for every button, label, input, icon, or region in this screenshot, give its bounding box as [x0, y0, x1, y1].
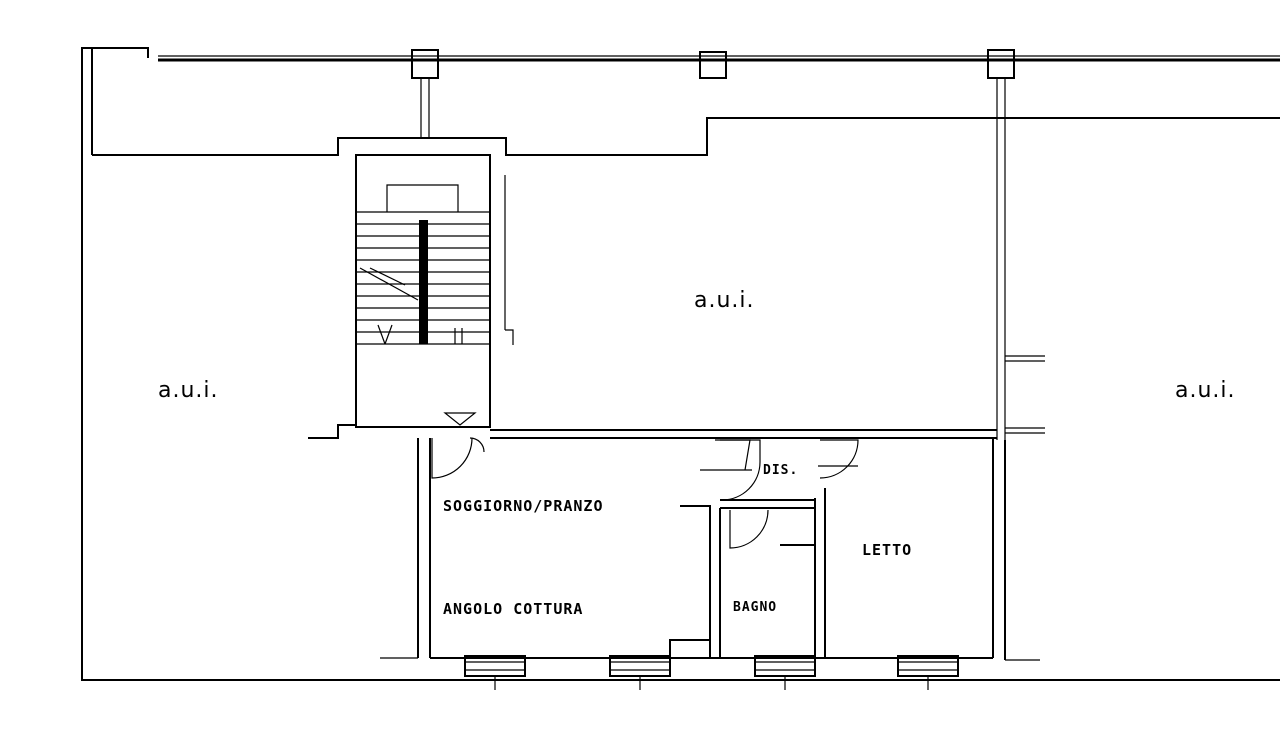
- outer-walls: [81, 47, 1280, 681]
- dis-label: DIS.: [763, 463, 799, 478]
- bagno-label: BAGNO: [733, 600, 778, 615]
- apartment-walls: [308, 424, 994, 659]
- soggiorno-pranzo-label: SOGGIORNO/PRANZO: [443, 497, 604, 515]
- letto-label: LETTO: [862, 541, 913, 559]
- angolo-cottura-label: ANGOLO COTTURA: [443, 600, 584, 618]
- doors: [431, 437, 859, 549]
- aui-center-label: a.u.i.: [694, 288, 755, 313]
- central-aui-room: [490, 175, 997, 439]
- pillars: [411, 49, 1015, 440]
- aui-right-label: a.u.i.: [1175, 378, 1236, 403]
- windows: [464, 655, 959, 690]
- stairwell: [355, 154, 491, 428]
- aui-left-label: a.u.i.: [158, 378, 219, 403]
- right-aui-room: [1004, 355, 1045, 661]
